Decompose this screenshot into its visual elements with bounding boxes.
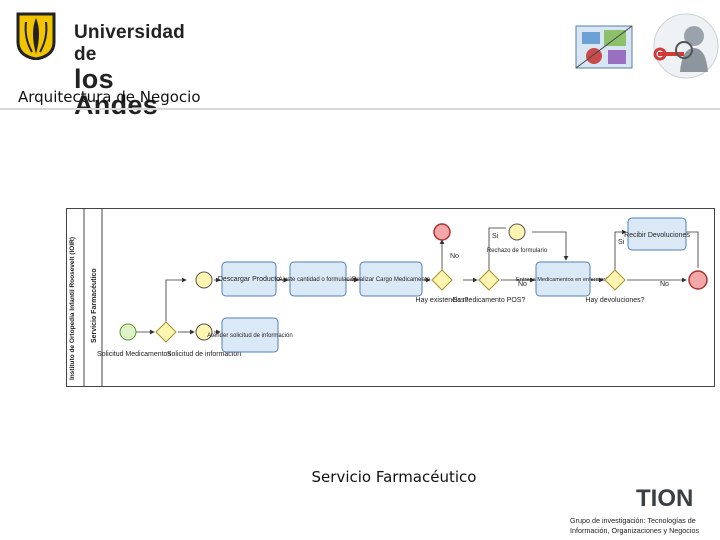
gateway-pos (478, 269, 500, 291)
intermediate-event-1 (195, 271, 213, 289)
rechazo-label: Rechazo de formulario (487, 248, 548, 254)
lane-label: Servicio Farmacéutico (91, 268, 98, 343)
research-group-line2: Información, Organizaciones y Negocios (570, 526, 700, 535)
start-event (119, 323, 137, 341)
task-entrega (535, 261, 591, 297)
research-group-line1: Grupo de investigación: Tecnologías de (570, 516, 696, 525)
gateway-devoluciones (604, 269, 626, 291)
task-atender-label: Atender solicitud de información (207, 333, 292, 339)
start-event-label: Solicitud Medicamentos (97, 351, 171, 358)
person-with-key-icon (653, 13, 719, 79)
diagram-caption: Servicio Farmacéutico (311, 468, 477, 486)
info-event-label: Solicitud de información (167, 351, 241, 358)
end-event-final (688, 270, 708, 290)
task-ajuste-label: Ajuste cantidad o formulación (279, 277, 358, 283)
task-ajuste (289, 261, 347, 297)
event-gateway (155, 321, 177, 343)
gateway-existencias (431, 269, 453, 291)
pool-frame (66, 208, 715, 387)
flow-label-no3: No (660, 281, 669, 288)
university-name-line1: Universidad de (74, 22, 185, 65)
gateway-existencias-label: Hay existencias? (416, 297, 469, 304)
task-entrega-label: Entrega Medicamentos en enfermería (516, 277, 611, 283)
intermediate-event-info (195, 323, 213, 341)
pool-label: Instituto de Ortopedia Infantil Roosevel… (69, 237, 76, 380)
flow-label-no2: No (518, 281, 527, 288)
gateway-pos-label: Es medicamento POS? (453, 297, 526, 304)
task-recibir (627, 217, 687, 251)
end-event-no-stock (433, 223, 451, 241)
task-recibir-label: Recibir Devoluciones (624, 232, 690, 239)
gateway-devoluciones-label: Hay devoluciones? (585, 297, 644, 304)
flow-label-si2: Si (618, 239, 625, 246)
task-realizar-label: Realizar Cargo Medicamento (352, 277, 430, 283)
university-name-line2: los Andes (74, 64, 159, 120)
flow-label-no1: No (450, 253, 459, 260)
university-shield-icon (16, 12, 56, 61)
bpmn-diagram: Instituto de Ortopedia Infantil Roosevel… (66, 208, 715, 387)
section-title: Arquitectura de Negocio (18, 88, 201, 106)
task-atender (221, 317, 279, 353)
research-group-text: Grupo de investigación: Tecnologías de I… (570, 516, 716, 536)
task-descargar-label: Descargar Producto (218, 276, 280, 283)
collage-image (575, 25, 633, 69)
rechazo-event (508, 223, 526, 241)
tion-logo-text: TION (636, 485, 693, 512)
task-realizar (359, 261, 423, 297)
task-descargar (221, 261, 277, 297)
tion-logo: TION (636, 485, 693, 512)
flow-label-si1: Si (492, 233, 499, 240)
header-divider (0, 108, 720, 110)
university-logo: Universidad de los Andes (14, 12, 185, 119)
